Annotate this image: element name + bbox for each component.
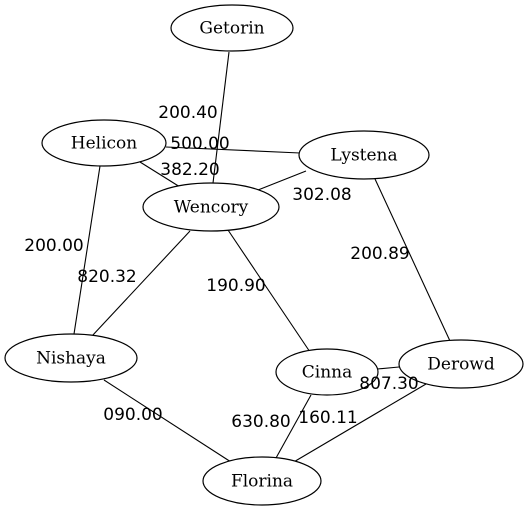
edge-label-wencory-cinna: 190.90 xyxy=(206,276,265,296)
edge-cinna-derowd xyxy=(376,366,400,370)
node-wencory: Wencory xyxy=(142,182,280,232)
node-nishaya: Nishaya xyxy=(4,333,138,383)
edge-getorin-wencory xyxy=(212,51,230,184)
node-label-nishaya: Nishaya xyxy=(36,349,106,369)
node-ellipse-wencory xyxy=(142,182,280,232)
edge-label-nishaya-florina: 090.00 xyxy=(103,405,162,425)
edges-layer xyxy=(73,51,451,464)
node-ellipse-derowd xyxy=(398,339,524,389)
nodes-layer: GetorinHeliconLystenaWencoryNishayaCinna… xyxy=(4,4,524,506)
node-label-derowd: Derowd xyxy=(427,355,495,375)
node-florina: Florina xyxy=(202,456,322,506)
edge-labels-layer: 200.40 500.00 382.20 302.08 200.00 820.32 190.… xyxy=(24,103,418,432)
edge-label-helicon-lystena: 500.00 xyxy=(170,134,229,154)
node-ellipse-lystena xyxy=(298,130,430,180)
edge-label-helicon-wencory: 382.20 xyxy=(160,160,219,180)
node-label-lystena: Lystena xyxy=(330,146,397,166)
node-derowd: Derowd xyxy=(398,339,524,389)
node-ellipse-florina xyxy=(202,456,322,506)
edge-label-lystena-derowd: 200.89 xyxy=(350,244,409,264)
edge-cinna-florina xyxy=(275,394,312,459)
edge-helicon-nishaya xyxy=(73,165,101,335)
node-label-cinna: Cinna xyxy=(302,363,352,383)
edge-label-helicon-nishaya: 200.00 xyxy=(24,236,83,256)
edge-derowd-florina xyxy=(291,383,427,464)
node-helicon: Helicon xyxy=(41,119,167,167)
edge-label-cinna-derowd: 807.30 xyxy=(359,374,418,394)
edge-label-wencory-nishaya: 820.32 xyxy=(77,267,136,287)
edge-nishaya-florina xyxy=(103,379,232,463)
edge-label-derowd-florina: 160.11 xyxy=(298,408,357,428)
edge-wencory-nishaya xyxy=(91,230,191,337)
node-cinna: Cinna xyxy=(275,348,379,396)
edge-lystena-wencory xyxy=(257,170,307,191)
edge-helicon-wencory xyxy=(139,161,181,188)
node-label-getorin: Getorin xyxy=(199,19,264,39)
node-lystena: Lystena xyxy=(298,130,430,180)
edge-label-lystena-wencory: 302.08 xyxy=(292,185,351,205)
node-label-helicon: Helicon xyxy=(71,134,138,154)
node-ellipse-cinna xyxy=(275,348,379,396)
node-ellipse-getorin xyxy=(170,4,294,52)
edge-lystena-derowd xyxy=(374,178,451,342)
edge-label-cinna-florina: 630.80 xyxy=(231,412,290,432)
node-getorin: Getorin xyxy=(170,4,294,52)
node-label-wencory: Wencory xyxy=(174,198,249,218)
edge-label-getorin-wencory: 200.40 xyxy=(158,103,217,123)
node-ellipse-helicon xyxy=(41,119,167,167)
edge-wencory-cinna xyxy=(227,229,311,353)
node-ellipse-nishaya xyxy=(4,333,138,383)
edge-helicon-lystena xyxy=(165,146,301,154)
node-label-florina: Florina xyxy=(231,472,293,492)
